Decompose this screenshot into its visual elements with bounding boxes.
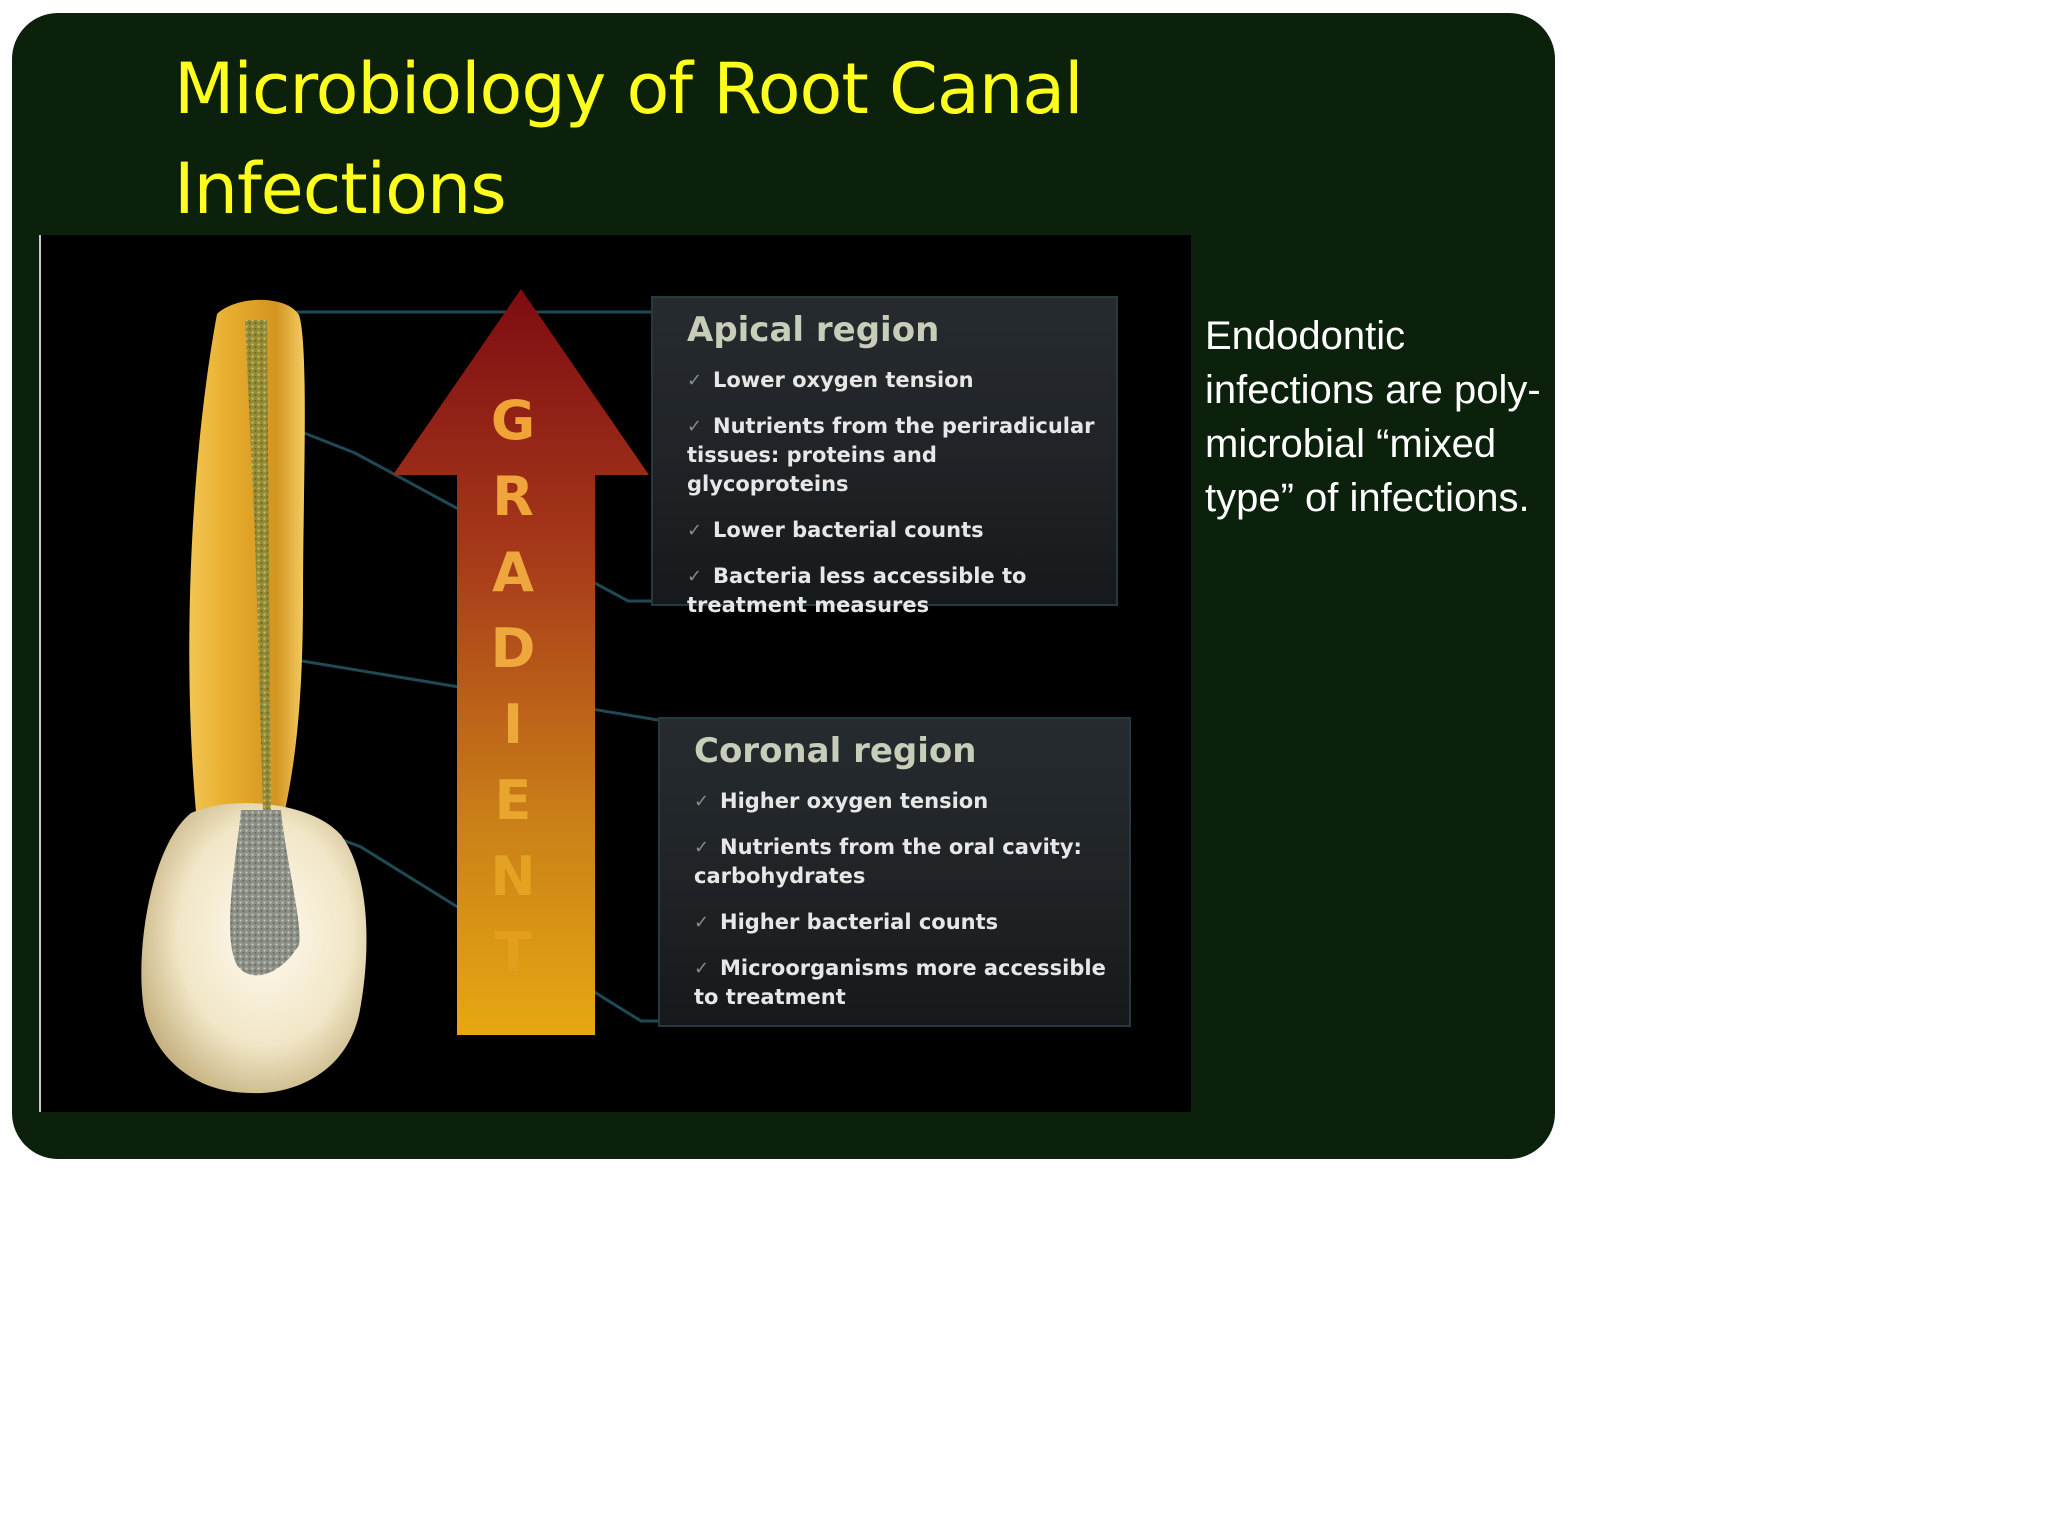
apical-region-item: ✓Bacteria less accessible to treatment m… xyxy=(687,564,1027,617)
coronal-region-item: ✓Microorganisms more accessible to treat… xyxy=(694,956,1106,1009)
check-icon: ✓ xyxy=(694,791,710,812)
gradient-letter: A xyxy=(492,541,534,604)
figure-artwork xyxy=(141,289,659,1094)
gradient-arrow-label: G R A D I E N T xyxy=(487,383,539,991)
coronal-region-item: ✓Nutrients from the oral cavity: carbohy… xyxy=(694,835,1082,888)
coronal-region-heading: Coronal region xyxy=(694,731,977,771)
pulp-chamber xyxy=(230,810,300,976)
check-icon: ✓ xyxy=(694,912,710,933)
side-note: Endodontic infections are poly-microbial… xyxy=(1205,314,1541,520)
pulp-canal xyxy=(245,320,271,810)
gradient-letter: T xyxy=(494,921,532,984)
coronal-region-box: Coronal region ✓Higher oxygen tension ✓N… xyxy=(658,717,1131,1027)
gradient-arrow xyxy=(393,289,649,1035)
check-icon: ✓ xyxy=(694,958,710,979)
gradient-letter: R xyxy=(492,465,534,528)
tooth-illustration xyxy=(141,299,367,1094)
check-icon: ✓ xyxy=(687,566,703,587)
gradient-figure: G R A D I E N T Apical region ✓Lower oxy… xyxy=(39,235,1191,1112)
gradient-letter: N xyxy=(490,845,536,908)
gradient-letter: I xyxy=(502,693,524,756)
gradient-letter: G xyxy=(490,389,536,452)
coronal-region-item: ✓Higher bacterial counts xyxy=(694,908,1109,937)
apical-region-heading: Apical region xyxy=(687,310,940,350)
apical-region-item: ✓Lower bacterial counts xyxy=(687,516,1096,545)
check-icon: ✓ xyxy=(694,837,710,858)
check-icon: ✓ xyxy=(687,370,703,391)
gradient-letter: E xyxy=(494,769,532,832)
check-icon: ✓ xyxy=(687,520,703,541)
gradient-letter: D xyxy=(490,617,536,680)
apical-region-item: ✓Lower oxygen tension xyxy=(687,366,1096,395)
tooth-root xyxy=(189,299,305,824)
slide: Microbiology of Root Canal Infections xyxy=(12,13,1555,1159)
apical-region-box: Apical region ✓Lower oxygen tension ✓Nut… xyxy=(651,296,1118,617)
coronal-region-list: ✓Higher oxygen tension ✓Nutrients from t… xyxy=(694,787,1109,1012)
check-icon: ✓ xyxy=(687,416,703,437)
apical-region-item: ✓Nutrients from the periradicular tissue… xyxy=(687,414,1095,496)
coronal-region-item: ✓Higher oxygen tension xyxy=(694,787,1109,816)
apical-region-list: ✓Lower oxygen tension ✓Nutrients from th… xyxy=(687,366,1096,620)
slide-title: Microbiology of Root Canal Infections xyxy=(174,48,1084,230)
